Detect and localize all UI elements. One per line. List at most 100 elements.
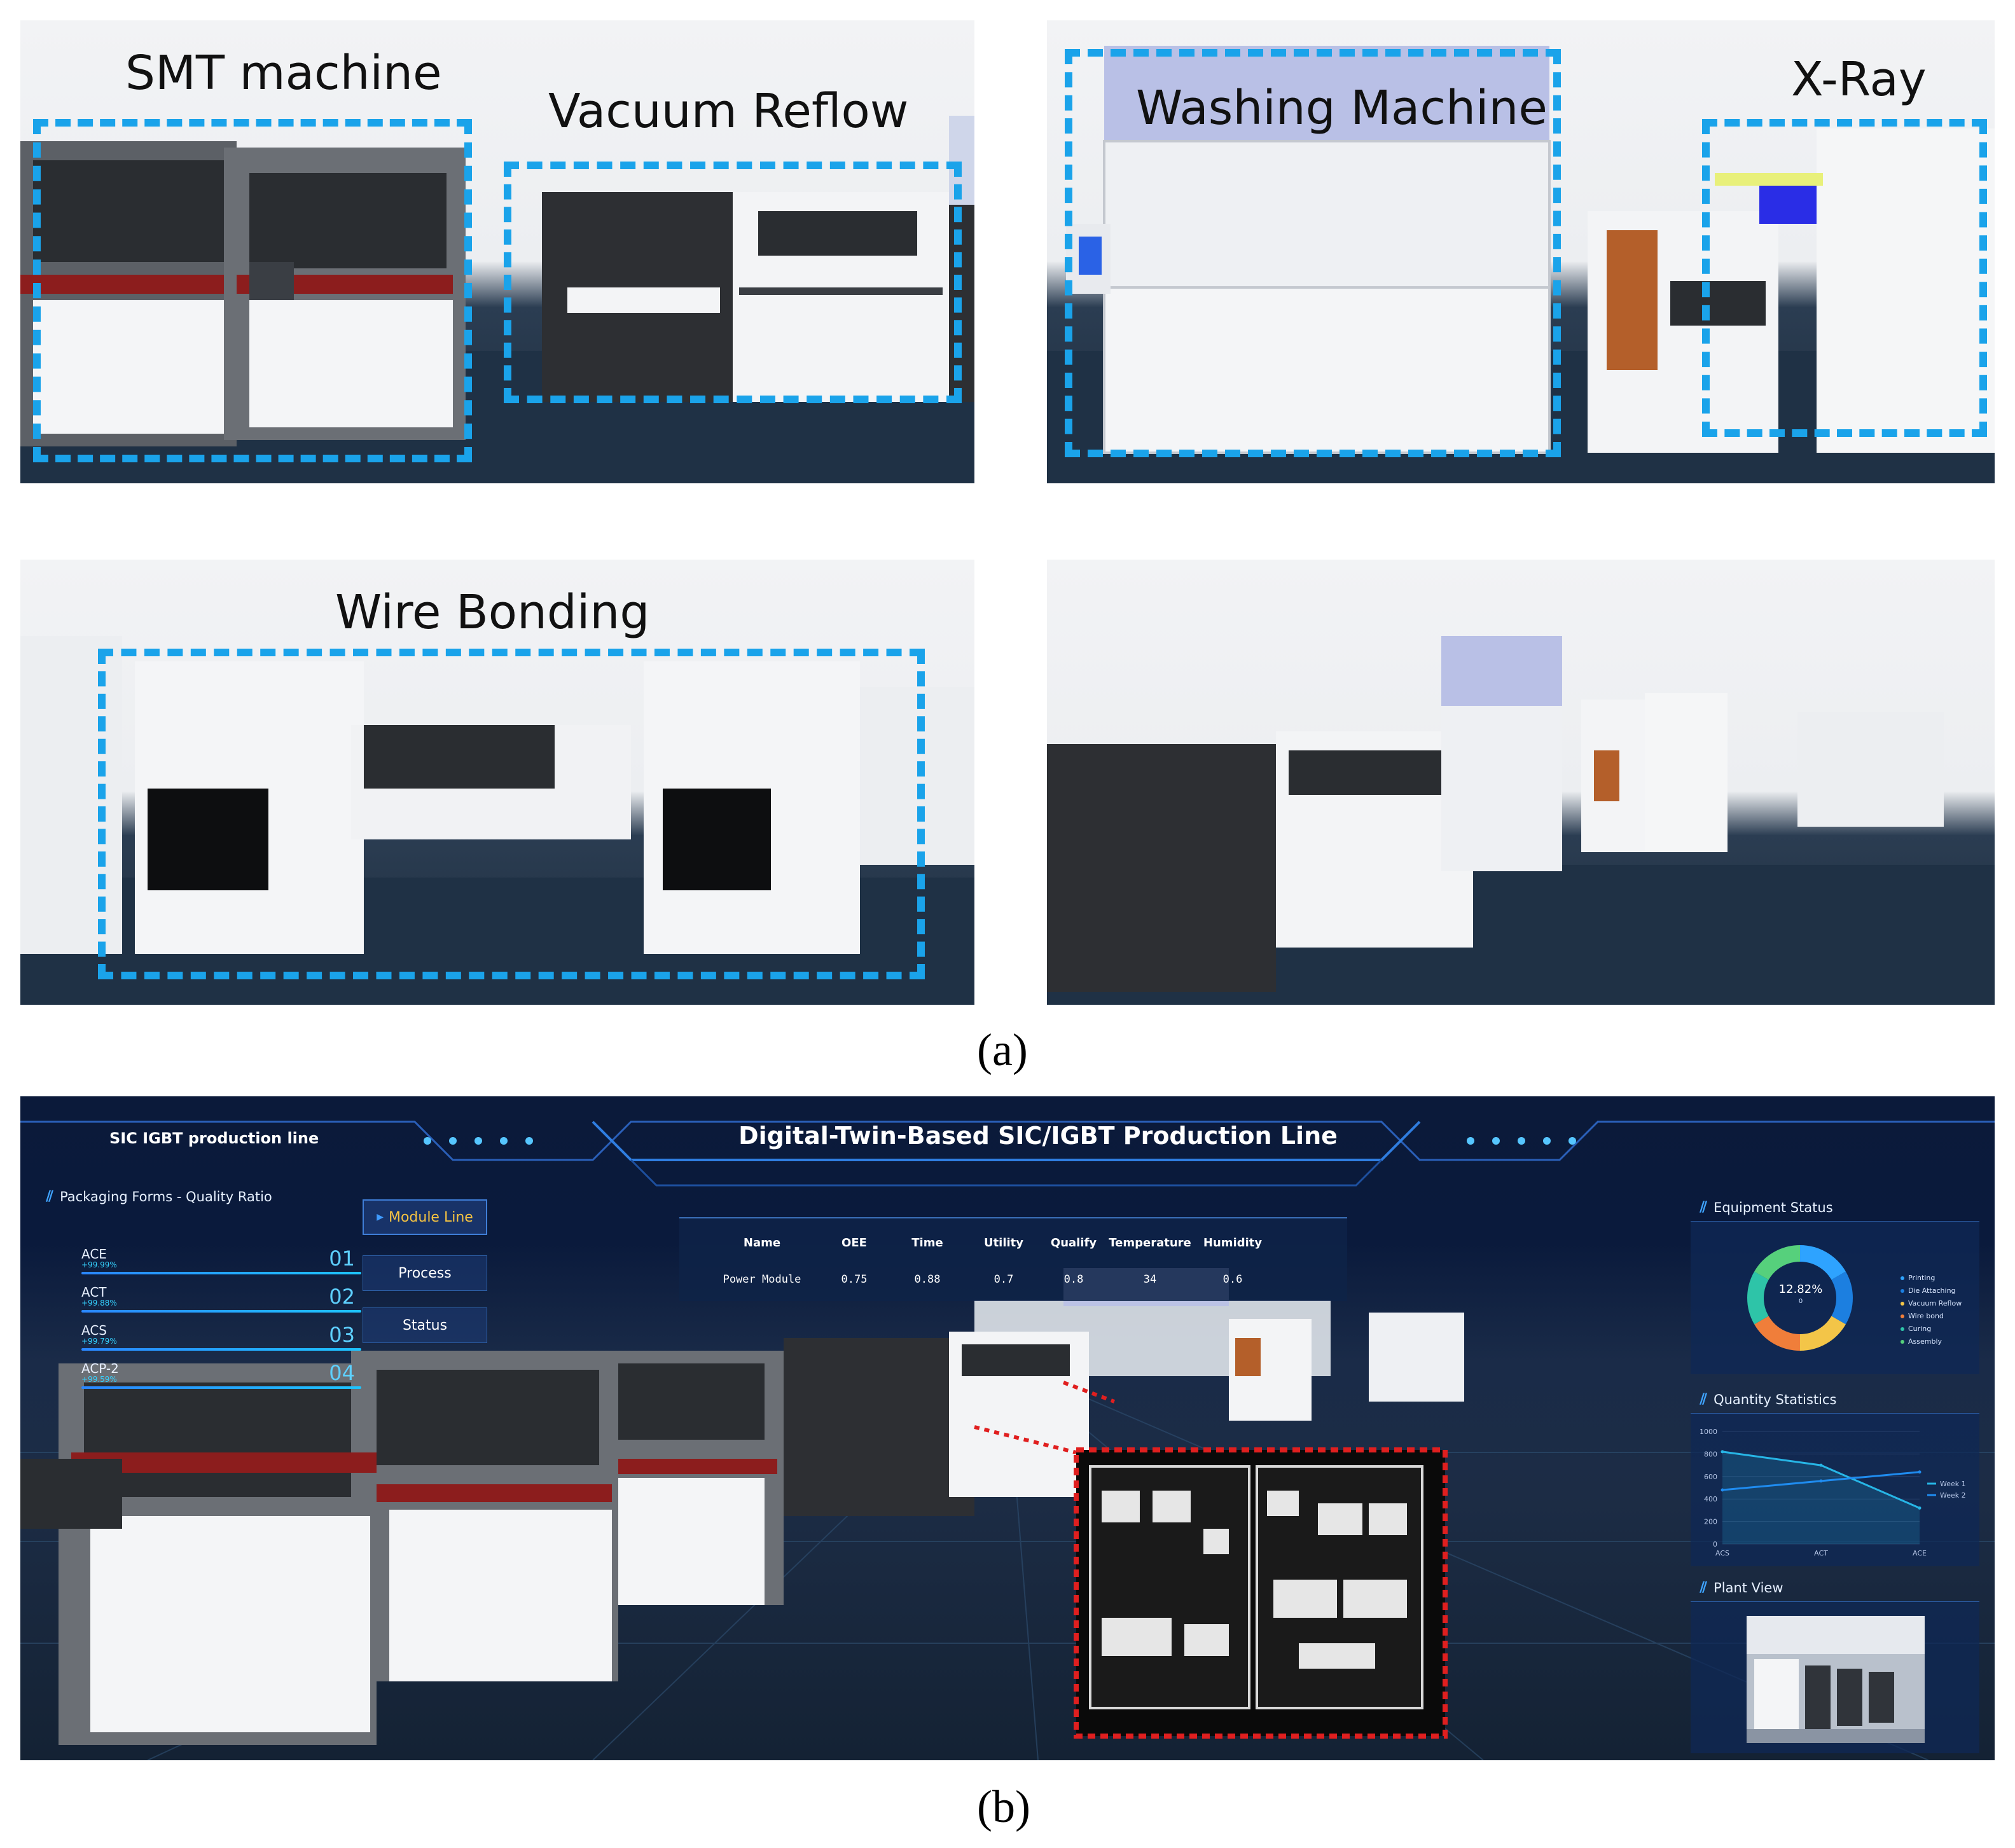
legend-dot [1901, 1302, 1904, 1306]
quality-ratio-rank: 01 [329, 1246, 355, 1271]
donut-center-sub: 0 [1798, 1298, 1803, 1305]
data-point[interactable] [1819, 1479, 1823, 1483]
caption-b: (b) [977, 1781, 1030, 1832]
table-row[interactable]: Power Module 0.75 0.88 0.7 0.8 34 0.6 [679, 1273, 1347, 1299]
quality-ratio-percent: +99.79% [81, 1337, 117, 1346]
quality-ratio-item[interactable]: ACS +99.79% 03 [81, 1323, 361, 1358]
quality-ratio-rank: 04 [329, 1361, 355, 1385]
xray-box [1702, 119, 1987, 437]
production-line-overview-illustration [1047, 636, 1995, 1005]
y-tick-label: 200 [1704, 1518, 1717, 1526]
quality-ratio-bar [81, 1348, 361, 1351]
smt-reflow-illustration [20, 116, 974, 483]
quality-ratio-rank: 02 [329, 1285, 355, 1309]
column-header: Time [911, 1236, 943, 1250]
y-tick-label: 600 [1704, 1473, 1717, 1481]
x-tick-label: ACE [1913, 1549, 1927, 1557]
table-header-row: Name OEE Time Utility Qualify Temperatur… [679, 1236, 1347, 1262]
legend-item: Wire bond [1901, 1312, 1944, 1320]
quality-ratio-heading-text: Packaging Forms - Quality Ratio [60, 1189, 272, 1204]
dashboard-title: Digital-Twin-Based SIC/IGBT Production L… [738, 1122, 1338, 1150]
process-button[interactable]: Process [363, 1255, 487, 1291]
section-slash-icon: // [1700, 1580, 1707, 1596]
scene-production-line-overview [1047, 560, 1995, 1005]
column-header: Humidity [1203, 1236, 1263, 1250]
data-point[interactable] [1721, 1488, 1724, 1492]
packaging-form-name: ACT [81, 1285, 107, 1300]
data-point[interactable] [1721, 1450, 1724, 1454]
quality-ratio-panel: ACE +99.99% 01 ACT +99.88% 02 ACS +99.79… [43, 1217, 361, 1433]
plant-view-panel[interactable] [1691, 1601, 1979, 1753]
smt-machine-label: SMT machine [125, 46, 442, 100]
table-cell: Power Module [723, 1273, 801, 1286]
packaging-form-name: ACE [81, 1246, 107, 1262]
vacuum-reflow-box [504, 162, 962, 403]
donut-segment[interactable] [1831, 1271, 1853, 1325]
legend-text: Die Attaching [1908, 1286, 1956, 1295]
plant-view-heading: // Plant View [1700, 1580, 1783, 1596]
wire-bonding-illustration [20, 636, 974, 1005]
column-header: Qualify [1050, 1236, 1097, 1250]
equipment-status-donut [1747, 1245, 1853, 1351]
module-line-button[interactable]: ▶ Module Line [363, 1199, 487, 1235]
digital-twin-dashboard: SIC IGBT production line Digital-Twin-Ba… [20, 1096, 1995, 1760]
table-cell: 0.8 [1063, 1273, 1084, 1286]
table-cell: 34 [1143, 1273, 1157, 1286]
smt-machine-box [33, 119, 472, 462]
quality-ratio-percent: +99.99% [81, 1260, 117, 1269]
series-area [1722, 1451, 1920, 1544]
column-header: OEE [841, 1236, 867, 1250]
data-point[interactable] [1918, 1470, 1922, 1474]
caption-a: (a) [977, 1024, 1028, 1075]
donut-segment[interactable] [1747, 1271, 1769, 1325]
legend-item: Die Attaching [1901, 1286, 1956, 1295]
washing-machine-box [1065, 49, 1561, 457]
section-slash-icon: // [1700, 1199, 1707, 1215]
donut-segment[interactable] [1799, 1245, 1846, 1280]
donut-segment[interactable] [1799, 1316, 1846, 1351]
y-tick-label: 400 [1704, 1495, 1717, 1503]
packaging-form-name: ACP-2 [81, 1361, 119, 1376]
quality-ratio-bar [81, 1272, 361, 1274]
legend-item: Assembly [1901, 1337, 1942, 1346]
scene-wire-bonding: Wire Bonding [20, 560, 974, 1005]
equipment-status-panel: 12.82% 0 Printing Die Attaching Vacuum R… [1691, 1221, 1979, 1374]
production-line-tag: SIC IGBT production line [109, 1129, 319, 1147]
y-tick-label: 800 [1704, 1450, 1717, 1458]
washing-machine-label: Washing Machine [1136, 81, 1548, 135]
data-point[interactable] [1918, 1506, 1922, 1510]
y-tick-label: 1000 [1700, 1428, 1717, 1436]
quality-ratio-item[interactable]: ACT +99.88% 02 [81, 1285, 361, 1320]
legend-dot [1901, 1289, 1904, 1293]
table-cell: 0.88 [914, 1273, 941, 1286]
module-line-label: Module Line [388, 1209, 473, 1225]
quality-ratio-rank: 03 [329, 1323, 355, 1347]
packaging-form-name: ACS [81, 1323, 107, 1338]
donut-segment[interactable] [1754, 1245, 1801, 1280]
column-header: Temperature [1109, 1236, 1191, 1250]
quality-ratio-bar [81, 1386, 361, 1389]
x-tick-label: ACT [1814, 1549, 1828, 1557]
column-header: Utility [983, 1236, 1024, 1250]
quality-ratio-percent: +99.88% [81, 1299, 117, 1307]
column-header: Name [743, 1236, 781, 1250]
legend-text: Vacuum Reflow [1908, 1299, 1962, 1307]
equipment-status-heading-text: Equipment Status [1714, 1199, 1833, 1215]
quality-ratio-item[interactable]: ACP-2 +99.59% 04 [81, 1361, 361, 1396]
quality-ratio-item[interactable]: ACE +99.99% 01 [81, 1246, 361, 1282]
module-metrics-table: Name OEE Time Utility Qualify Temperatur… [679, 1217, 1347, 1301]
data-point[interactable] [1819, 1463, 1823, 1467]
section-slash-icon: // [46, 1189, 53, 1204]
table-cell: 0.75 [841, 1273, 868, 1286]
table-cell: 0.6 [1222, 1273, 1243, 1286]
plant-view-heading-text: Plant View [1714, 1580, 1783, 1596]
legend-dot [1901, 1340, 1904, 1344]
quality-ratio-percent: +99.59% [81, 1375, 117, 1384]
legend-text: Curing [1908, 1325, 1932, 1333]
status-button[interactable]: Status [363, 1307, 487, 1343]
legend-dot [1901, 1327, 1904, 1331]
donut-segment[interactable] [1754, 1316, 1801, 1351]
legend-text: Wire bond [1908, 1312, 1944, 1320]
